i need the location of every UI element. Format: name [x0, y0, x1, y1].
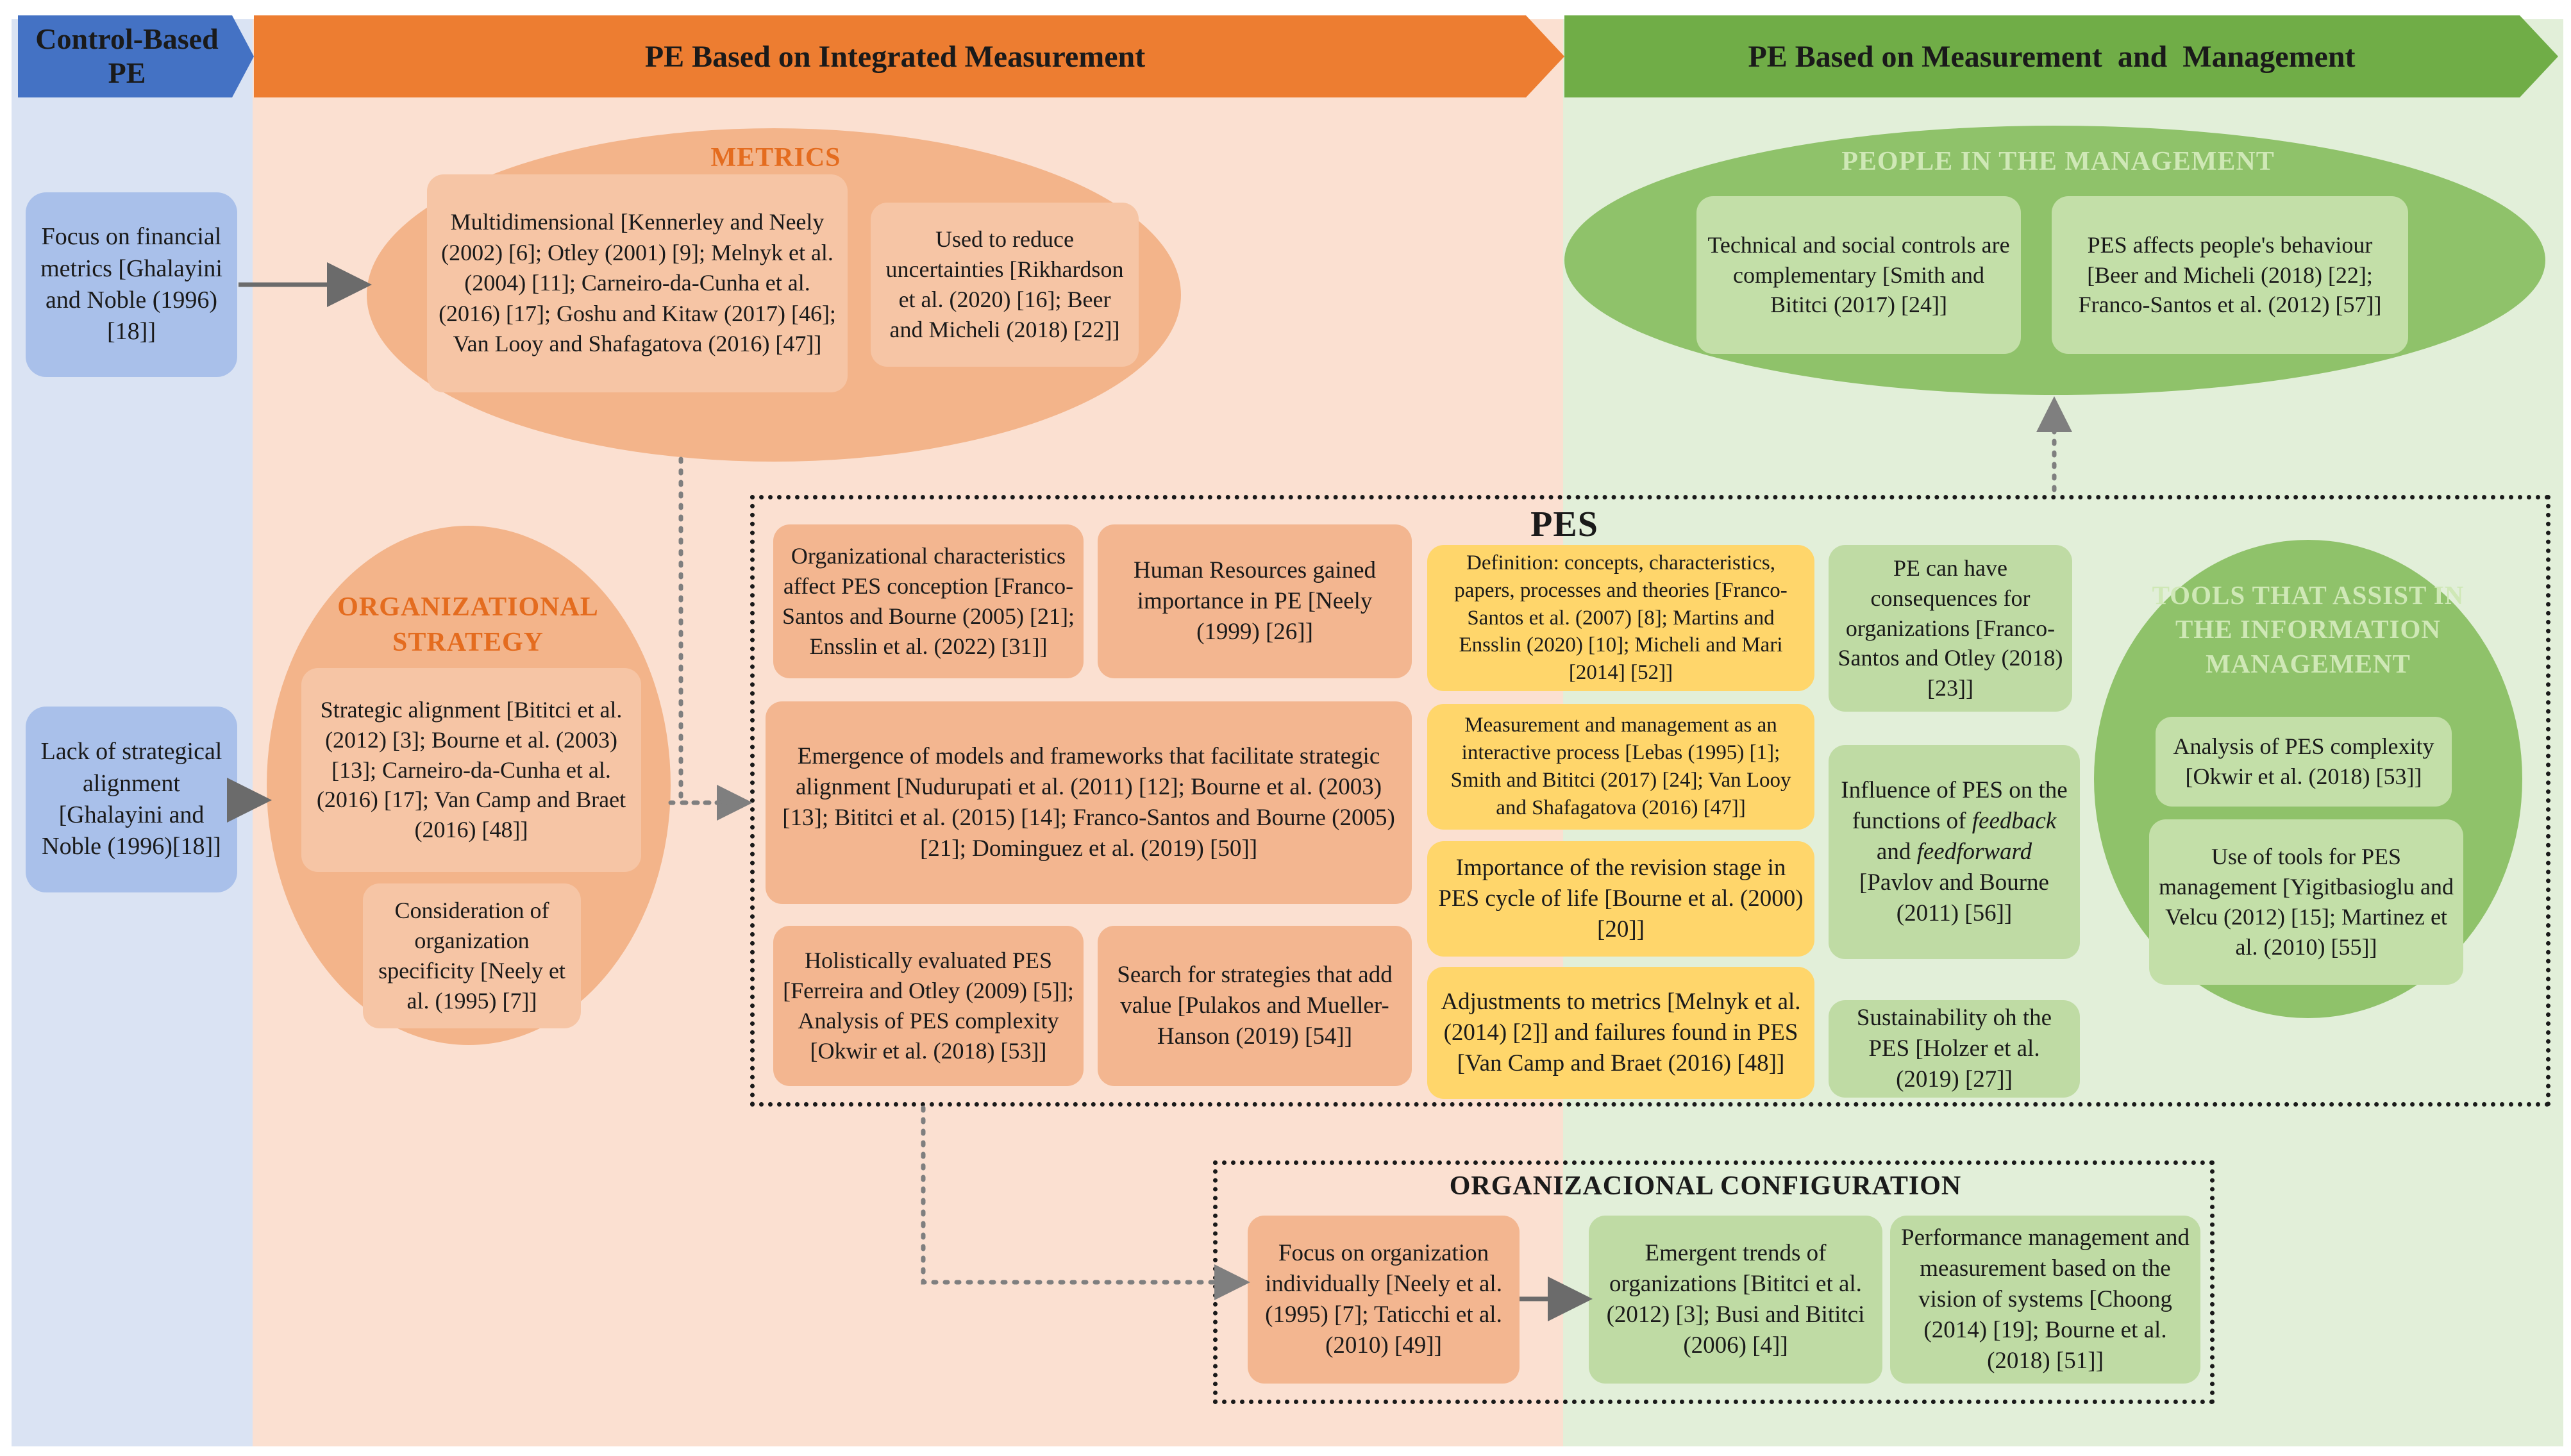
holistic-evaluation-text: Holistically evaluated PES [Ferreira and… [783, 948, 1074, 1064]
definition-text: Definition: concepts, characteristics, p… [1454, 551, 1788, 685]
organization-specificity-box: Consideration of organization specificit… [363, 883, 581, 1028]
holistic-evaluation-box: Holistically evaluated PES [Ferreira and… [773, 926, 1084, 1086]
interactive-process-box: Measurement and management as an interac… [1427, 704, 1814, 830]
revision-stage-text: Importance of the revision stage in PES … [1438, 854, 1804, 943]
definition-box: Definition: concepts, characteristics, p… [1427, 545, 1814, 691]
metrics-uncertainties-text: Used to reduce uncertainties [Rikhardson… [885, 226, 1124, 342]
focus-organization-text: Focus on organization individually [Neel… [1265, 1239, 1502, 1359]
tools-use-text: Use of tools for PES management [Yigitba… [2159, 844, 2454, 960]
control-banner-title: Control-Based PE [35, 22, 219, 89]
organization-specificity-text: Consideration of organization specificit… [378, 898, 565, 1014]
pes-behaviour-text: PES affects people's behaviour [Beer and… [2078, 231, 2382, 318]
emergence-models-text: Emergence of models and frameworks that … [782, 742, 1395, 862]
adjustments-box: Adjustments to metrics [Melnyk et al. (2… [1427, 967, 1814, 1099]
search-strategies-text: Search for strategies that add value [Pu… [1117, 961, 1393, 1050]
focus-organization-box: Focus on organization individually [Neel… [1248, 1216, 1520, 1384]
org-characteristics-box: Organizational characteristics affect PE… [773, 524, 1084, 678]
systems-vision-box: Performance management and measurement b… [1890, 1216, 2200, 1384]
metrics-multidimensional-box: Multidimensional [Kennerley and Neely (2… [427, 174, 848, 392]
influence-feedforward-text: feedforward [1916, 838, 2032, 865]
consequences-text: PE can have consequences for organizatio… [1838, 555, 2063, 701]
focus-financial-metrics-text: Focus on financial metrics [Ghalayini an… [40, 223, 222, 346]
influence-box: Influence of PES on the functions of fee… [1829, 745, 2080, 959]
influence-and-text: and [1876, 838, 1911, 865]
org-characteristics-text: Organizational characteristics affect PE… [782, 543, 1075, 659]
integrated-banner-title: PE Based on Integrated Measurement [644, 39, 1146, 74]
human-resources-box: Human Resources gained importance in PE … [1098, 524, 1412, 678]
org-config-title: ORGANIZACIONAL CONFIGURATION [1449, 1171, 1962, 1201]
influence-post-text: [Pavlov and Bourne (2011) [56]] [1859, 869, 2049, 927]
pes-behaviour-box: PES affects people's behaviour [Beer and… [2052, 196, 2408, 354]
interactive-process-text: Measurement and management as an interac… [1450, 714, 1791, 819]
lack-strategic-alignment-text: Lack of strategical alignment [Ghalayini… [40, 738, 222, 860]
tools-title: TOOLS THAT ASSIST IN THE INFORMATION MAN… [2152, 580, 2465, 678]
technical-social-text: Technical and social controls are comple… [1707, 231, 2010, 318]
tools-analysis-text: Analysis of PES complexity [Okwir et al.… [2173, 733, 2434, 789]
focus-financial-metrics-box: Focus on financial metrics [Ghalayini an… [26, 192, 237, 377]
people-title: PEOPLE IN THE MANAGEMENT [1841, 147, 2275, 176]
emergent-trends-box: Emergent trends of organizations [Bititc… [1589, 1216, 1882, 1384]
influence-feedback-text: feedback [1972, 807, 2057, 834]
pes-title: PES [1530, 505, 1598, 544]
sustainability-box: Sustainability oh the PES [Holzer et al.… [1829, 1000, 2080, 1098]
lack-strategic-alignment-box: Lack of strategical alignment [Ghalayini… [26, 707, 237, 892]
metrics-uncertainties-box: Used to reduce uncertainties [Rikhardson… [871, 203, 1139, 367]
tools-analysis-box: Analysis of PES complexity [Okwir et al.… [2156, 717, 2452, 807]
influence-pre-text: Influence of PES on the functions of [1841, 776, 2068, 834]
emergent-trends-text: Emergent trends of organizations [Bititc… [1606, 1239, 1865, 1359]
emergence-models-box: Emergence of models and frameworks that … [766, 701, 1412, 904]
strategic-alignment-box: Strategic alignment [Bititci et al. (201… [301, 668, 641, 872]
strategic-alignment-text: Strategic alignment [Bititci et al. (201… [316, 697, 626, 843]
human-resources-text: Human Resources gained importance in PE … [1133, 556, 1377, 646]
org-strategy-title: ORGANIZATIONAL STRATEGY [337, 592, 599, 657]
adjustments-text: Adjustments to metrics [Melnyk et al. (2… [1441, 988, 1801, 1077]
metrics-title: METRICS [710, 143, 841, 172]
sustainability-text: Sustainability oh the PES [Holzer et al.… [1856, 1004, 2052, 1093]
metrics-multidimensional-text: Multidimensional [Kennerley and Neely (2… [439, 209, 836, 357]
revision-stage-box: Importance of the revision stage in PES … [1427, 841, 1814, 957]
consequences-box: PE can have consequences for organizatio… [1829, 545, 2072, 712]
technical-social-box: Technical and social controls are comple… [1696, 196, 2021, 354]
measurement-banner-title: PE Based on Measurement and Management [1748, 39, 2356, 74]
tools-use-box: Use of tools for PES management [Yigitba… [2149, 819, 2463, 985]
systems-vision-text: Performance management and measurement b… [1901, 1224, 2190, 1375]
influence-text: Influence of PES on the functions of fee… [1838, 775, 2071, 929]
search-strategies-box: Search for strategies that add value [Pu… [1098, 926, 1412, 1086]
